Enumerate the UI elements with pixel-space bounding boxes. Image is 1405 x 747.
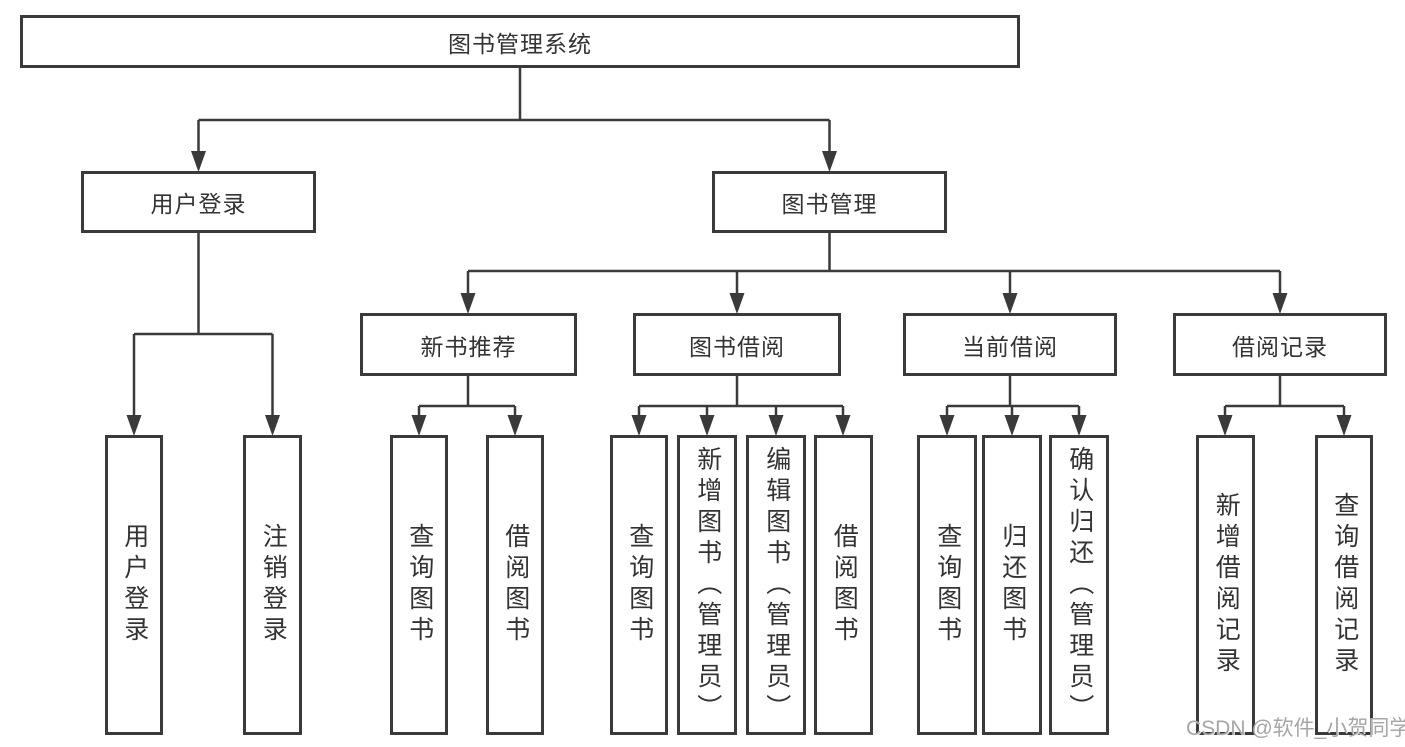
csdn-watermark: CSDN @软件_小贺同学 <box>1186 717 1405 740</box>
node-book-borrow: 图书借阅 <box>633 313 841 376</box>
leaf-user-login: 用户登录 <box>105 435 163 735</box>
leaf-borrow-add-books-admin: 新增图书（管理员） <box>677 435 737 735</box>
node-book-management: 图书管理 <box>712 171 947 233</box>
node-current-borrow: 当前借阅 <box>903 313 1117 376</box>
leaf-records-add-record: 新增借阅记录 <box>1196 435 1255 735</box>
leaf-borrow-borrow-books: 借阅图书 <box>814 435 873 735</box>
node-borrow-records: 借阅记录 <box>1173 313 1387 376</box>
leaf-current-return-books: 归还图书 <box>982 435 1042 735</box>
node-new-book-recommend: 新书推荐 <box>360 313 577 376</box>
leaf-borrow-edit-books-admin: 编辑图书（管理员） <box>746 435 806 735</box>
leaf-logout: 注销登录 <box>243 435 302 735</box>
leaf-current-confirm-return-admin: 确认归还（管理员） <box>1049 435 1109 735</box>
leaf-records-query-record: 查询借阅记录 <box>1315 435 1373 735</box>
leaf-borrow-query-books: 查询图书 <box>610 435 668 735</box>
leaf-current-query-books: 查询图书 <box>917 435 977 735</box>
node-user-login: 用户登录 <box>81 171 316 233</box>
node-library-system: 图书管理系统 <box>20 15 1020 68</box>
leaf-newbooks-query-books: 查询图书 <box>390 435 448 735</box>
leaf-newbooks-borrow-books: 借阅图书 <box>486 435 544 735</box>
